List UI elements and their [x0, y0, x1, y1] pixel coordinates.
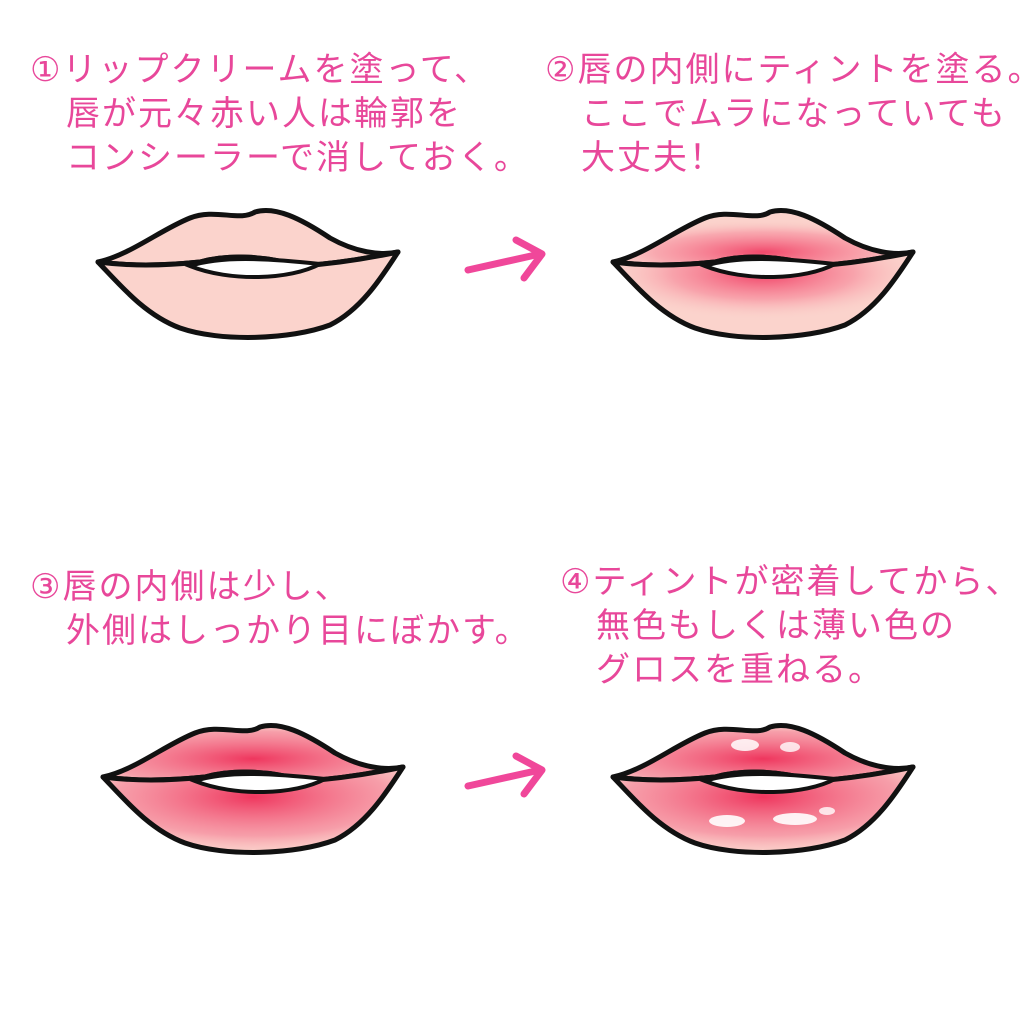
- step-1-text: ①リップクリームを塗って、 唇が元々赤い人は輪郭を コンシーラーで消しておく。: [30, 48, 530, 180]
- step-4-line-3: グロスを重ねる。: [560, 650, 884, 690]
- step-3-line-1: ③唇の内側は少し、: [30, 567, 351, 607]
- step-2-line-3: 大丈夫！: [545, 138, 725, 178]
- gloss-highlight: [819, 807, 835, 815]
- step-2-line-2: ここでムラになっていても: [545, 94, 1007, 134]
- step-3-text: ③唇の内側は少し、 外側はしっかり目にぼかす。: [30, 565, 531, 653]
- step-3-line-2: 外側はしっかり目にぼかす。: [30, 611, 531, 651]
- step-2-text: ②唇の内側にティントを塗る。 ここでムラになっていても 大丈夫！: [545, 48, 1024, 180]
- lips-step-4: [610, 722, 916, 855]
- step-4-line-2: 無色もしくは薄い色の: [560, 606, 956, 646]
- gloss-highlight: [731, 739, 759, 751]
- step-4-line-1: ④ティントが密着してから、: [560, 562, 1022, 602]
- arrow-right-icon: [464, 752, 546, 798]
- step-2-line-1: ②唇の内側にティントを塗る。: [545, 50, 1024, 90]
- lips-step-3: [100, 722, 406, 855]
- lips-step-1: [95, 207, 401, 340]
- step-4-text: ④ティントが密着してから、 無色もしくは薄い色の グロスを重ねる。: [560, 560, 1021, 692]
- arrow-right-icon: [464, 236, 546, 282]
- lips-step-2: [610, 207, 916, 340]
- step-1-line-1: ①リップクリームを塗って、: [30, 50, 491, 90]
- step-1-line-3: コンシーラーで消しておく。: [30, 138, 530, 178]
- step-1-line-2: 唇が元々赤い人は輪郭を: [30, 94, 462, 134]
- gloss-highlight: [709, 815, 745, 827]
- gloss-highlight: [780, 742, 800, 752]
- gloss-highlight: [773, 813, 817, 825]
